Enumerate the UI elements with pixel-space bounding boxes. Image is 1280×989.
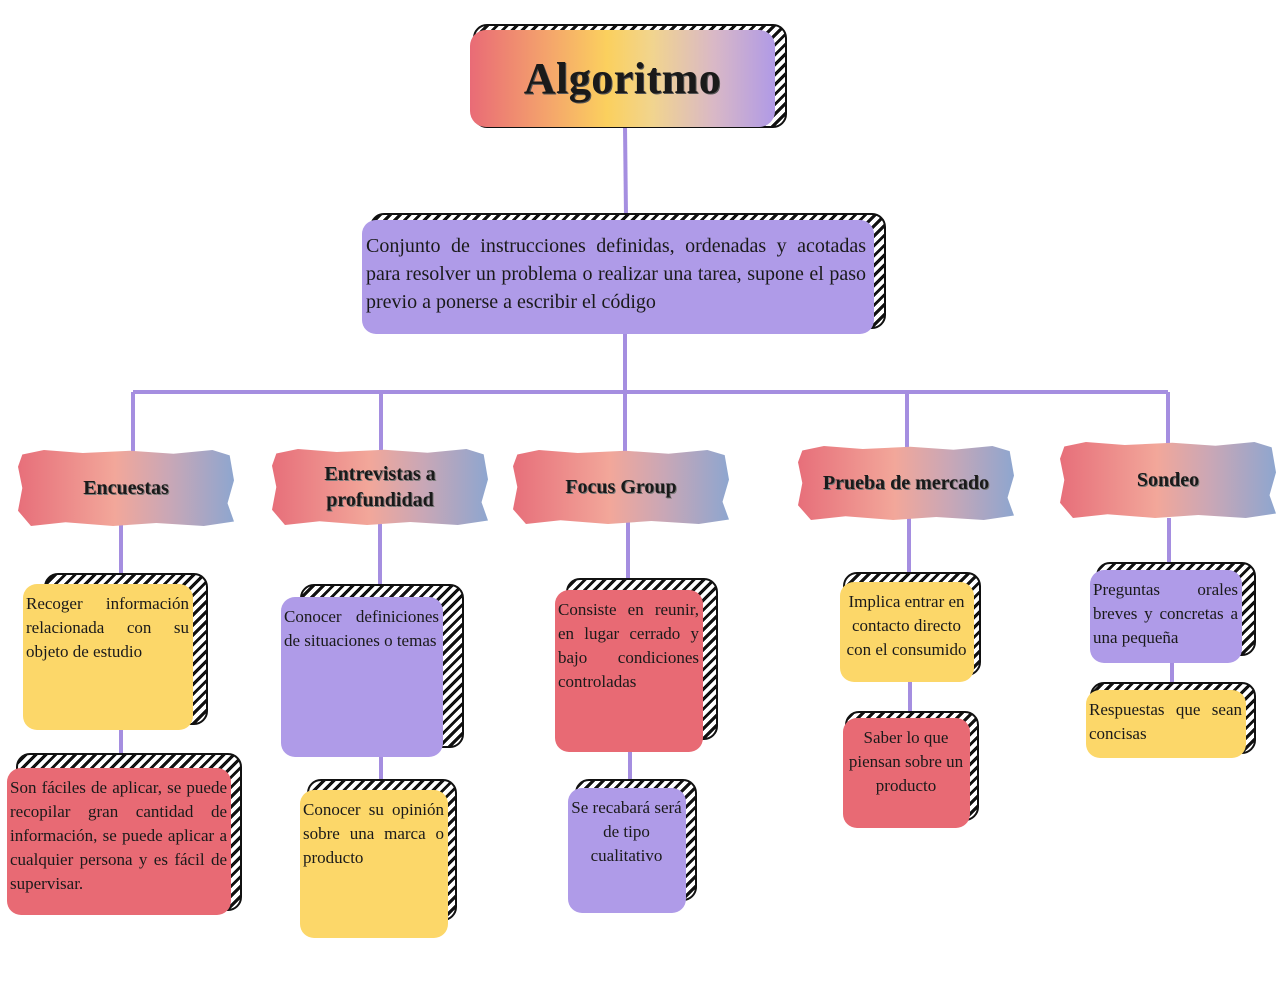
prueba-second-box: Saber lo que piensan sobre un producto bbox=[843, 718, 970, 828]
category-encuestas: Encuestas bbox=[18, 450, 234, 526]
box-text: Consiste en reunir, en lugar cerrado y b… bbox=[558, 600, 699, 691]
prueba-first-box: Implica entrar en contacto directo con e… bbox=[840, 582, 974, 682]
category-sondeo: Sondeo bbox=[1060, 442, 1276, 518]
category-entrevistas: Entrevistas a profundidad bbox=[272, 449, 488, 525]
title-text: Algoritmo bbox=[523, 54, 722, 103]
category-focus-group: Focus Group bbox=[513, 450, 729, 524]
entrevistas-first-box: Conocer definiciones de situaciones o te… bbox=[281, 597, 443, 757]
definition-text: Conjunto de instrucciones definidas, ord… bbox=[366, 235, 866, 313]
category-label: Entrevistas a profundidad bbox=[324, 463, 436, 511]
box-text: Implica entrar en contacto directo con e… bbox=[846, 592, 967, 659]
sondeo-first-box: Preguntas orales breves y concretas a un… bbox=[1090, 570, 1242, 663]
box-text: Saber lo que piensan sobre un producto bbox=[848, 728, 964, 795]
box-text: Se recabará será de tipo cualitativo bbox=[571, 798, 682, 865]
category-label: Encuestas bbox=[83, 477, 169, 499]
focus-second-box: Se recabará será de tipo cualitativo bbox=[568, 788, 686, 913]
focus-first-box: Consiste en reunir, en lugar cerrado y b… bbox=[555, 590, 703, 752]
definition-box: Conjunto de instrucciones definidas, ord… bbox=[362, 220, 874, 334]
box-text: Conocer definiciones de situaciones o te… bbox=[284, 607, 439, 650]
sondeo-second-box: Respuestas que sean concisas bbox=[1086, 690, 1246, 758]
box-text: Conocer su opinión sobre una marca o pro… bbox=[303, 800, 444, 867]
box-text: Preguntas orales breves y concretas a un… bbox=[1093, 580, 1238, 647]
category-prueba-de-mercado: Prueba de mercado bbox=[798, 446, 1014, 520]
connector-title-definition bbox=[623, 125, 628, 217]
category-label: Sondeo bbox=[1136, 469, 1200, 491]
encuestas-first-box: Recoger información relacionada con su o… bbox=[23, 584, 193, 730]
box-text: Respuestas que sean concisas bbox=[1089, 700, 1242, 743]
entrevistas-second-box: Conocer su opinión sobre una marca o pro… bbox=[300, 790, 448, 938]
category-label: Focus Group bbox=[565, 476, 677, 498]
box-text: Recoger información relacionada con su o… bbox=[26, 594, 189, 661]
box-text: Son fáciles de aplicar, se puede recopil… bbox=[10, 778, 227, 893]
encuestas-second-box: Son fáciles de aplicar, se puede recopil… bbox=[7, 768, 231, 915]
category-label: Prueba de mercado bbox=[822, 472, 990, 494]
title-box: Algoritmo bbox=[470, 30, 775, 127]
